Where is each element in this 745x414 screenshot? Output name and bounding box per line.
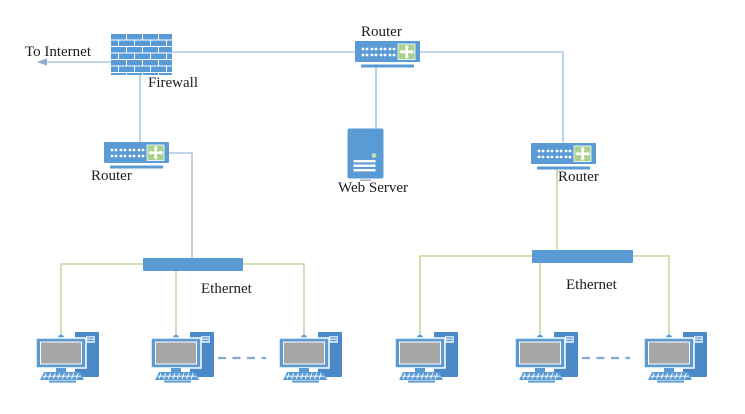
desktop-computer-icon bbox=[150, 330, 216, 383]
router-right-label: Router bbox=[558, 169, 599, 185]
desktop-computer-icon bbox=[278, 330, 344, 383]
desktop-computer-icon bbox=[514, 330, 580, 383]
router-top-label: Router bbox=[361, 24, 402, 40]
desktop-computer-icon bbox=[35, 330, 101, 383]
ethernet-right-label: Ethernet bbox=[566, 277, 617, 293]
router-top-icon bbox=[355, 41, 420, 68]
desktop-computer-icon bbox=[643, 330, 709, 383]
edge-router-top-router-right bbox=[420, 51, 564, 143]
edge-ethernet-left-pc3 bbox=[243, 263, 305, 336]
edge-ethernet-right-pc6 bbox=[633, 255, 670, 336]
desktop-computer-icon bbox=[394, 330, 460, 383]
to-internet-label: To Internet bbox=[25, 44, 92, 60]
ethernet-left-bar bbox=[143, 258, 243, 271]
router-left-label: Router bbox=[91, 168, 132, 184]
router-right-icon bbox=[531, 143, 596, 170]
router-left-icon bbox=[104, 142, 169, 169]
web-server-icon bbox=[347, 128, 384, 181]
ethernet-left-label: Ethernet bbox=[201, 281, 252, 297]
web-server-label: Web Server bbox=[338, 180, 409, 196]
firewall-label: Firewall bbox=[148, 75, 198, 91]
firewall-icon bbox=[111, 34, 172, 75]
ethernet-right-bar bbox=[532, 250, 633, 263]
internet-arrow-head-icon bbox=[37, 58, 47, 66]
edge-router-left-ethernet-left bbox=[169, 152, 193, 258]
edge-ethernet-left-pc1 bbox=[60, 263, 143, 336]
edge-ethernet-right-pc4 bbox=[419, 255, 532, 336]
